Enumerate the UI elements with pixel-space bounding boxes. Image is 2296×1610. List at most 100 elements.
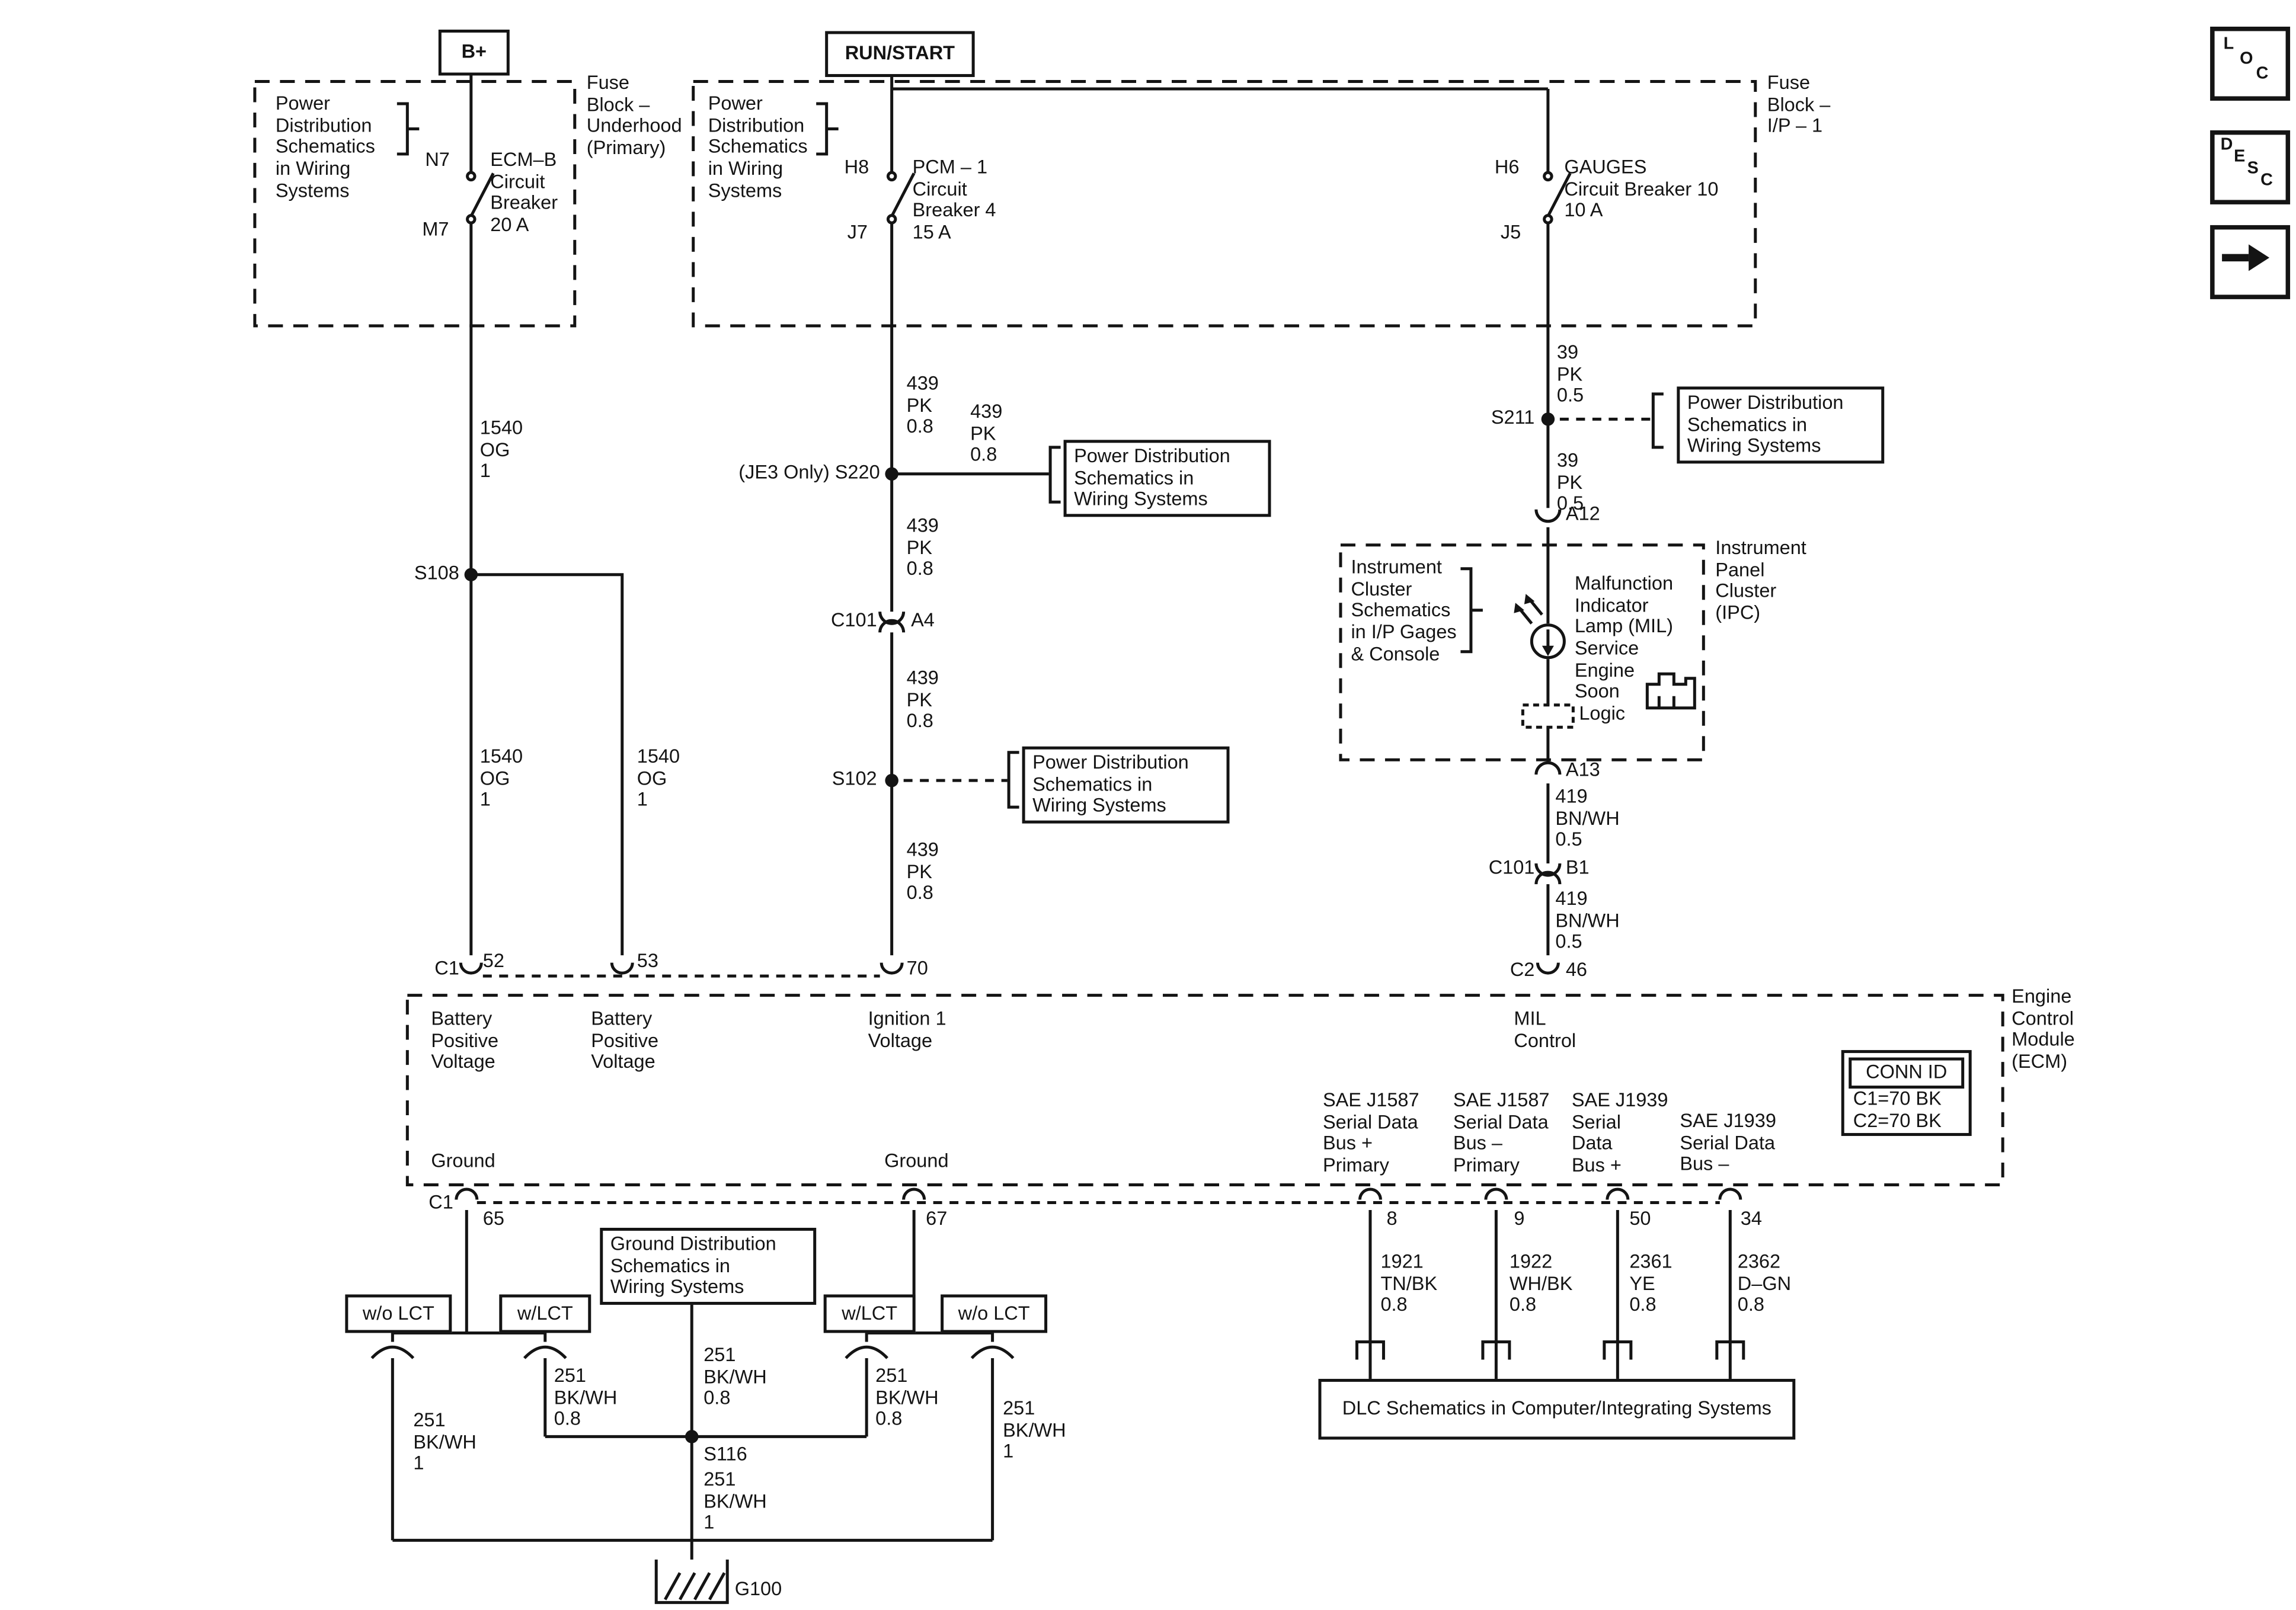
option-wo-lct-2: w/o LCT bbox=[941, 1294, 1048, 1333]
ground-g100-label: G100 bbox=[734, 1577, 782, 1600]
wire-label-251-a: 251 BK/WH 1 bbox=[413, 1408, 477, 1474]
pd-reference-box-2: Power Distribution Schematics in Wiring … bbox=[1022, 746, 1230, 824]
pin-8: 8 bbox=[1386, 1207, 1398, 1230]
connector-c1-bottom-label: C1 bbox=[428, 1190, 453, 1214]
breaker-blades bbox=[469, 172, 1572, 217]
wire-label-439-branch: 439 PK 0.8 bbox=[970, 399, 1003, 466]
loc-letter: L bbox=[2223, 35, 2234, 53]
logic-box-outline bbox=[1521, 703, 1575, 729]
wire-label-1540-b: 1540 OG 1 bbox=[479, 745, 523, 811]
conn-id-title: CONN ID bbox=[1849, 1057, 1965, 1089]
splice-s116-label: S116 bbox=[703, 1442, 747, 1465]
loc-nav-button[interactable]: L O C bbox=[2210, 26, 2291, 101]
dashed-outlines bbox=[253, 79, 2004, 1187]
dashed-reference-wires bbox=[477, 417, 1720, 1205]
fuse-ip-note: Power Distribution Schematics in Wiring … bbox=[708, 91, 808, 201]
wire-label-251-b: 251 BK/WH 0.8 bbox=[554, 1363, 618, 1430]
callout-brackets bbox=[396, 102, 1483, 654]
run-start-source-box: RUN/START bbox=[825, 31, 975, 77]
pin-a13: A13 bbox=[1565, 758, 1600, 781]
next-page-button[interactable] bbox=[2210, 225, 2291, 299]
fuse-underhood-outline bbox=[253, 79, 577, 328]
splice-s220-label: (JE3 Only) S220 bbox=[738, 460, 880, 483]
fuse-ip-outline bbox=[692, 79, 1757, 328]
logic-label: Logic bbox=[1579, 702, 1626, 725]
dlc-connector-brackets bbox=[1355, 1340, 1745, 1360]
pin-a4: A4 bbox=[911, 609, 935, 631]
option-w-lct-1: w/LCT bbox=[499, 1294, 591, 1333]
wire-label-1540-c: 1540 OG 1 bbox=[637, 745, 680, 811]
ecm-title: Engine Control Module (ECM) bbox=[2012, 985, 2075, 1073]
ecm-sae-j1587-minus: SAE J1587 Serial Data Bus – Primary bbox=[1453, 1089, 1550, 1176]
ecm-battery-voltage-2: Battery Positive Voltage bbox=[591, 1007, 659, 1073]
wire-label-251-d: 251 BK/WH 0.8 bbox=[875, 1363, 939, 1430]
desc-letter: D bbox=[2220, 136, 2233, 154]
splice-s102-dot bbox=[885, 773, 898, 788]
connector-c101-b-label: C101 bbox=[1488, 856, 1535, 879]
wire-label-251-c: 251 BK/WH 0.8 bbox=[703, 1343, 767, 1409]
splice-s108-dot bbox=[464, 568, 478, 582]
splice-s108-label: S108 bbox=[414, 561, 459, 584]
ecm-mil-control: MIL Control bbox=[1514, 1007, 1576, 1051]
pin-50: 50 bbox=[1629, 1207, 1651, 1230]
wire-label-251-f: 251 BK/WH 1 bbox=[703, 1467, 767, 1534]
breaker-pcm1-label: PCM – 1 Circuit Breaker 4 15 A bbox=[912, 155, 996, 244]
ecm-ignition-voltage: Ignition 1 Voltage bbox=[868, 1007, 946, 1051]
pin-h8: H8 bbox=[844, 155, 869, 178]
circuit-breaker-icons bbox=[466, 171, 1572, 225]
wire-label-1922: 1922 WH/BK 0.8 bbox=[1509, 1250, 1573, 1316]
dlc-reference-box: DLC Schematics in Computer/Integrating S… bbox=[1318, 1378, 1796, 1440]
conn-id-body: C1=70 BK C2=70 BK bbox=[1853, 1087, 1942, 1131]
mil-lamp-label: Malfunction Indicator Lamp (MIL) Service… bbox=[1574, 571, 1674, 703]
inline-connector-icons bbox=[878, 509, 1562, 885]
splice-s211-dot bbox=[1541, 412, 1555, 426]
pin-67: 67 bbox=[926, 1207, 948, 1230]
pin-34: 34 bbox=[1740, 1207, 1762, 1230]
ecm-ground-1: Ground bbox=[431, 1149, 495, 1172]
pin-j7: J7 bbox=[847, 220, 868, 243]
b-plus-source-box: B+ bbox=[438, 29, 510, 76]
ecm-bottom-connector-icons bbox=[455, 1188, 1742, 1200]
pin-b1: B1 bbox=[1565, 856, 1590, 879]
pin-70: 70 bbox=[906, 956, 928, 980]
ipc-note: Instrument Cluster Schematics in I/P Gag… bbox=[1351, 555, 1457, 665]
breaker-ecmb-label: ECM–B Circuit Breaker 20 A bbox=[490, 148, 558, 236]
wire-serial-data bbox=[1368, 1210, 1732, 1381]
desc-letter: S bbox=[2247, 159, 2259, 178]
ecm-ground-2: Ground bbox=[884, 1149, 949, 1172]
pin-53: 53 bbox=[637, 949, 658, 972]
pin-9: 9 bbox=[1514, 1207, 1525, 1230]
connector-c1-top-label: C1 bbox=[434, 956, 459, 980]
wire-label-439-b: 439 PK 0.8 bbox=[906, 514, 939, 580]
wire-label-251-e: 251 BK/WH 1 bbox=[1003, 1396, 1066, 1462]
ipc-outline bbox=[1339, 543, 1705, 761]
option-w-lct-2: w/LCT bbox=[823, 1294, 916, 1333]
wire-battery-feed bbox=[469, 73, 624, 956]
mil-lamp-icon bbox=[1514, 594, 1566, 660]
wire-label-439-c: 439 PK 0.8 bbox=[906, 666, 939, 732]
wire-label-1540-a: 1540 OG 1 bbox=[479, 416, 523, 482]
engine-icon bbox=[1645, 672, 1696, 710]
pd-reference-box-1: Power Distribution Schematics in Wiring … bbox=[1063, 440, 1271, 517]
wire-label-1921: 1921 TN/BK 0.8 bbox=[1380, 1250, 1438, 1316]
pin-65: 65 bbox=[482, 1207, 504, 1230]
splice-s102-label: S102 bbox=[832, 767, 877, 790]
desc-nav-button[interactable]: D E S C bbox=[2210, 130, 2291, 204]
pin-h6: H6 bbox=[1494, 155, 1520, 178]
breaker-gauges-label: GAUGES Circuit Breaker 10 10 A bbox=[1564, 155, 1719, 222]
option-wo-lct-1: w/o LCT bbox=[345, 1294, 452, 1333]
wire-label-2362: 2362 D–GN 0.8 bbox=[1737, 1250, 1792, 1316]
ecm-sae-j1939-plus: SAE J1939 Serial Data Bus + bbox=[1571, 1089, 1668, 1176]
ground-distribution-box: Ground Distribution Schematics in Wiring… bbox=[600, 1228, 817, 1305]
desc-letter: E bbox=[2234, 148, 2246, 166]
desc-letter: C bbox=[2260, 171, 2273, 190]
wire-label-439-a: 439 PK 0.8 bbox=[906, 372, 939, 438]
ecm-battery-voltage-1: Battery Positive Voltage bbox=[431, 1007, 499, 1073]
b-plus-label: B+ bbox=[461, 40, 487, 63]
ecm-sae-j1939-minus: SAE J1939 Serial Data Bus – bbox=[1680, 1109, 1776, 1175]
splice-dots bbox=[464, 412, 1555, 1443]
pd-reference-box-3: Power Distribution Schematics in Wiring … bbox=[1677, 386, 1885, 464]
wires bbox=[391, 72, 1732, 1560]
